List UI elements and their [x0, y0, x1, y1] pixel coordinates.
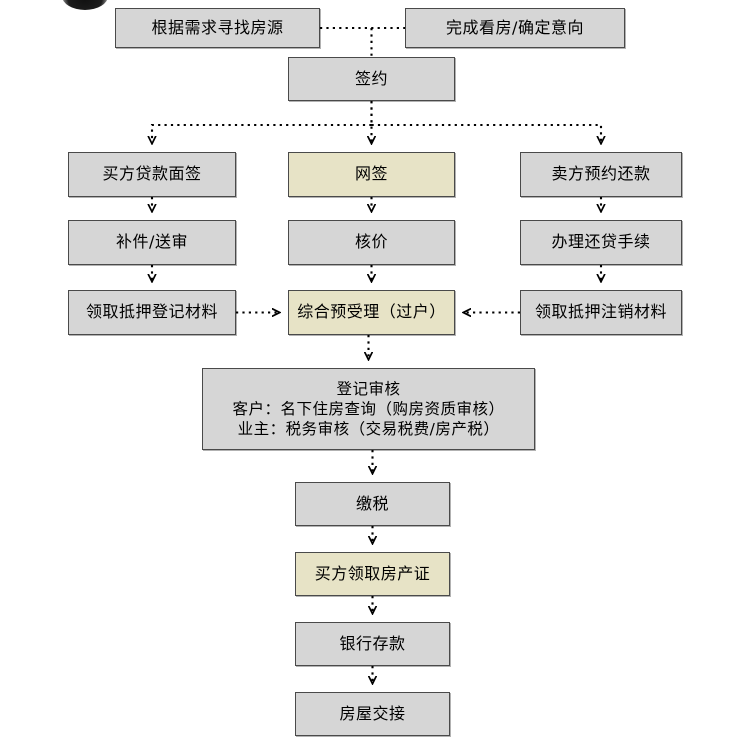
node-label: 领取抵押注销材料 — [534, 302, 667, 322]
node-label: 办理还贷手续 — [551, 232, 651, 252]
node-label: 签约 — [354, 68, 388, 88]
node-get_mortgage_canc[interactable]: 领取抵押注销材料 — [520, 290, 682, 335]
node-label: 核价 — [354, 232, 388, 252]
node-supplement_docs[interactable]: 补件/送审 — [68, 220, 236, 265]
node-sign_contract[interactable]: 签约 — [288, 57, 455, 101]
node-price_check[interactable]: 核价 — [288, 220, 455, 265]
node-label: 根据需求寻找房源 — [151, 17, 284, 37]
node-label: 网签 — [354, 164, 388, 184]
node-label: 买方领取房产证 — [314, 563, 431, 583]
node-pay_tax[interactable]: 缴税 — [295, 482, 450, 526]
node-label: 完成看房/确定意向 — [446, 17, 584, 37]
partial-circle-mark-icon — [62, 0, 108, 10]
node-detail-line: 客户：名下住房查询（购房资质审核） — [232, 399, 505, 418]
node-label: 综合预受理（过户） — [297, 302, 446, 322]
node-buyer_loan_sign[interactable]: 买方贷款面签 — [68, 152, 236, 197]
node-pre_acceptance[interactable]: 综合预受理（过户） — [288, 290, 455, 335]
node-find_house[interactable]: 根据需求寻找房源 — [115, 8, 320, 48]
node-detail-line: 业主：税务审核（交易税费/房产税） — [237, 420, 500, 439]
node-label: 卖方预约还款 — [551, 164, 651, 184]
node-bank_deposit[interactable]: 银行存款 — [295, 622, 450, 666]
node-label: 买方贷款面签 — [102, 164, 202, 184]
node-label: 银行存款 — [339, 633, 406, 653]
node-label: 领取抵押登记材料 — [85, 302, 218, 322]
node-finish_viewing[interactable]: 完成看房/确定意向 — [405, 8, 625, 48]
node-label: 补件/送审 — [116, 232, 188, 252]
node-house_handover[interactable]: 房屋交接 — [295, 692, 450, 736]
node-repay_procedure[interactable]: 办理还贷手续 — [520, 220, 682, 265]
node-label: 房屋交接 — [339, 703, 406, 723]
node-buyer_get_deed[interactable]: 买方领取房产证 — [295, 552, 450, 596]
node-get_mortgage_reg[interactable]: 领取抵押登记材料 — [68, 290, 236, 335]
node-seller_repay_appt[interactable]: 卖方预约还款 — [520, 152, 682, 197]
node-registration_review[interactable]: 登记审核客户：名下住房查询（购房资质审核） 业主：税务审核（交易税费/房产税） — [202, 368, 535, 450]
edge-sign_contract-to-buyer_loan_sign — [152, 123, 372, 143]
node-online_sign[interactable]: 网签 — [288, 152, 455, 197]
edge-sign_contract-to-seller_repay_appt — [371, 123, 602, 143]
node-title: 登记审核 — [336, 379, 401, 398]
node-label: 缴税 — [355, 493, 389, 513]
